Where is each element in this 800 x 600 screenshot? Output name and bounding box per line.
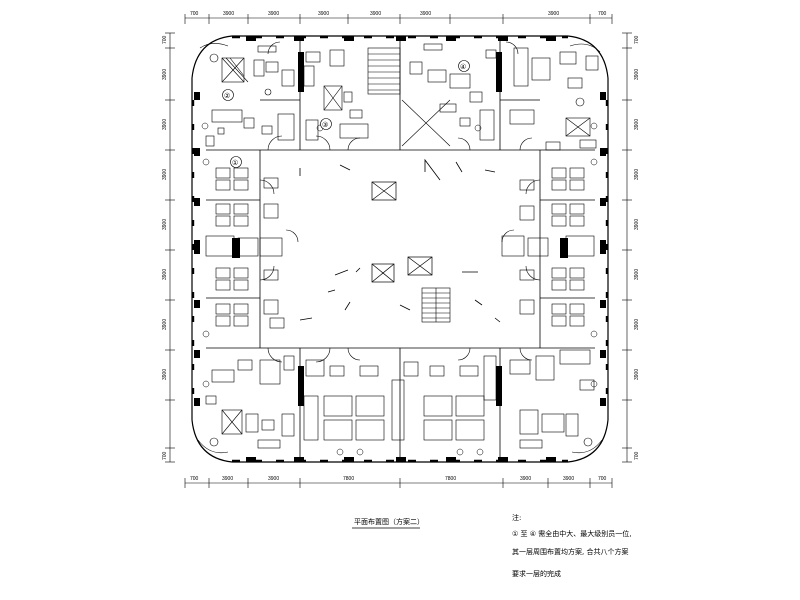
dim-label: 3900 — [162, 319, 168, 330]
notes-line-1: ① 至 ④ 需全由中大、最大级别员一位, — [512, 529, 631, 538]
left-dimension-line — [165, 32, 175, 463]
dim-label: 3900 — [634, 269, 640, 280]
structural-columns — [194, 36, 606, 462]
dim-label: 3900 — [162, 219, 168, 230]
dim-label: 700 — [190, 476, 199, 482]
dim-label: 700 — [634, 451, 640, 460]
corner-arc-bottom-right — [567, 419, 609, 463]
furniture-bottom-right-suite — [509, 349, 595, 449]
stair-center — [421, 287, 451, 323]
dim-label: 3900 — [520, 476, 531, 482]
notes-block: 注: ① 至 ④ 需全由中大、最大级别员一位, 其一层周围布置均方案, 合共八个… — [512, 513, 631, 578]
furniture-bottom-mid-suites — [303, 355, 497, 441]
dim-label: 700 — [634, 35, 640, 44]
furniture-left-offices — [205, 167, 285, 329]
dim-label: 3900 — [222, 476, 233, 482]
dim-label: 3900 — [420, 11, 431, 17]
room-partitions — [206, 40, 595, 458]
area-marker-1 — [230, 156, 242, 168]
notes-heading: 注: — [512, 513, 521, 522]
dim-label: 3900 — [318, 11, 329, 17]
dim-label: 3900 — [162, 169, 168, 180]
dim-label: 3900 — [162, 369, 168, 380]
furniture-top-left-suite — [205, 45, 295, 147]
dim-label: 700 — [162, 35, 168, 44]
dim-label: 3900 — [370, 11, 381, 17]
dim-label: 3900 — [634, 169, 640, 180]
furniture-top-mid-suite — [303, 43, 497, 141]
area-marker-text: ② — [224, 92, 230, 100]
dim-label: 3900 — [268, 11, 279, 17]
void-cross — [401, 99, 451, 147]
right-dimension-labels: 700 3900 3900 3900 3900 3900 3900 3900 7… — [634, 35, 640, 460]
elevator-shafts — [371, 181, 433, 283]
top-dimension-line — [184, 14, 613, 24]
area-marker-2 — [222, 89, 234, 101]
dim-label: 3900 — [162, 69, 168, 80]
area-marker-text: ③ — [322, 121, 328, 129]
potted-plants — [201, 122, 598, 456]
drawing-title: 平面布置图（方案二） — [354, 517, 424, 526]
notes-line-3: 要求一层的完成 — [512, 569, 561, 578]
dim-label: 700 — [598, 11, 607, 17]
corner-arc-top-right — [567, 35, 609, 79]
dim-label: 700 — [190, 11, 199, 17]
dim-label: 3900 — [268, 476, 279, 482]
area-marker-text: ④ — [460, 63, 466, 71]
dim-label: 3900 — [634, 369, 640, 380]
dim-label: 7800 — [343, 476, 354, 482]
furniture-right-offices — [501, 167, 595, 327]
door-swings — [259, 41, 541, 363]
dim-label: 3900 — [634, 219, 640, 230]
area-markers: ② ① ③ ④ — [222, 60, 470, 168]
area-marker-text: ① — [232, 159, 238, 167]
dim-label: 3900 — [634, 319, 640, 330]
dim-label: 700 — [598, 476, 607, 482]
dim-label: 3900 — [548, 11, 559, 17]
dim-label: 3900 — [162, 269, 168, 280]
dim-label: 7800 — [445, 476, 456, 482]
corner-arc-bottom-left — [191, 419, 233, 463]
area-marker-4 — [458, 60, 470, 72]
left-dimension-labels: 700 3900 3900 3900 3900 3900 3900 3900 7… — [162, 35, 168, 460]
stair-top — [367, 47, 401, 95]
atrium-railings — [299, 158, 501, 323]
corner-arc-top-left — [191, 35, 233, 79]
top-dimension-labels: 700 3900 3900 3900 3900 3900 3900 700 — [190, 11, 607, 17]
dim-label: 3900 — [223, 11, 234, 17]
dim-label: 3900 — [634, 119, 640, 130]
dim-label: 700 — [162, 451, 168, 460]
bottom-dimension-line — [184, 478, 613, 488]
area-marker-3 — [320, 118, 332, 130]
dim-label: 3900 — [634, 69, 640, 80]
facade-windows — [191, 35, 609, 463]
dim-label: 3900 — [563, 476, 574, 482]
curved-corner-walls — [191, 35, 609, 463]
right-dimension-line — [622, 32, 632, 463]
furniture-bottom-left-suite — [205, 355, 295, 449]
notes-line-2: 其一层周围布置均方案, 合共八个方案 — [512, 547, 628, 556]
dim-label: 3900 — [162, 119, 168, 130]
furniture-top-right-suite — [509, 47, 599, 151]
bottom-dimension-labels: 700 3900 3900 7800 7800 3900 3900 700 — [190, 476, 607, 482]
